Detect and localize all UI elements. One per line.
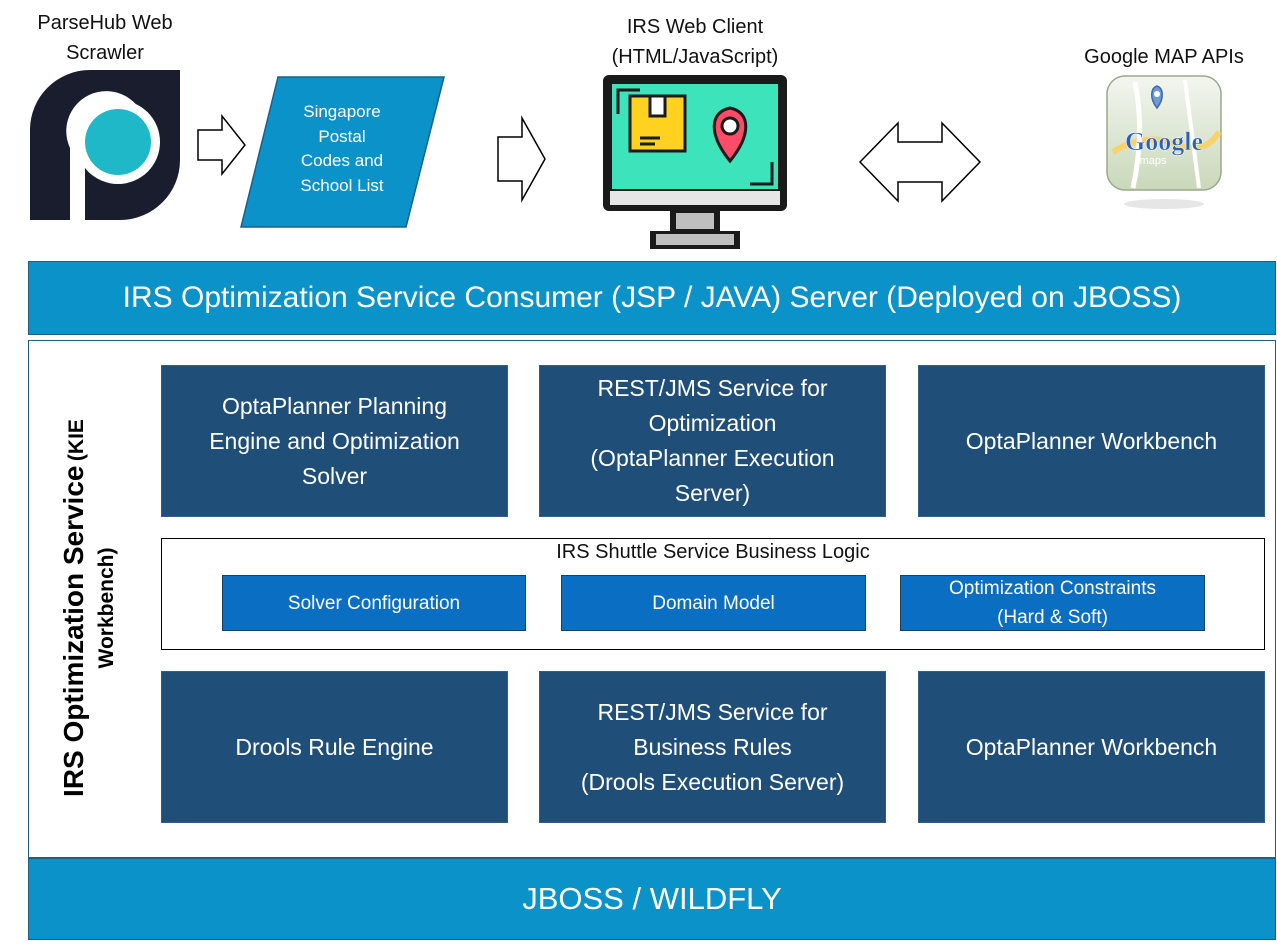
planning-engine-box: OptaPlanner Planning Engine and Optimiza… (161, 365, 508, 517)
web-client-caption: IRS Web Client (HTML/JavaScript) (611, 16, 779, 68)
business-logic-title: IRS Shuttle Service Business Logic (556, 541, 870, 563)
domain-model-label: Domain Model (652, 592, 775, 614)
business-rules-rest-service-label: REST/JMS Service for Business Rules (Dro… (580, 698, 845, 795)
optimization-rest-service-box: REST/JMS Service for Optimization (OptaP… (539, 365, 886, 517)
optimization-service-vertical-title: IRS Optimization Service (KIE Workbench) (58, 378, 120, 838)
parsehub-caption: ParseHub Web Scrawler (37, 12, 173, 64)
google-caption: Google MAP APIs (1084, 46, 1244, 68)
optimization-service-title: IRS Optimization Service (58, 465, 89, 797)
solver-configuration-box: Solver Configuration (222, 575, 526, 631)
business-rules-rest-service-box: REST/JMS Service for Business Rules (Dro… (539, 671, 886, 823)
planning-engine-label: OptaPlanner Planning Engine and Optimiza… (209, 392, 460, 489)
monitor-pin-icon (603, 75, 787, 249)
optaplanner-workbench-box-2: OptaPlanner Workbench (918, 671, 1265, 823)
google-logo-text: Google (1125, 127, 1203, 156)
google-maps-icon: Google maps (1106, 75, 1222, 209)
optimization-rest-service-label: REST/JMS Service for Optimization (OptaP… (590, 375, 835, 506)
optaplanner-workbench-label: OptaPlanner Workbench (965, 427, 1218, 454)
right-arrow-icon (497, 115, 546, 203)
drools-rule-engine-box: Drools Rule Engine (161, 671, 508, 823)
solver-configuration-label: Solver Configuration (287, 592, 461, 614)
right-arrow-icon (197, 113, 246, 177)
double-arrow-icon (858, 121, 982, 203)
google-logo-sub: maps (1140, 155, 1167, 167)
optaplanner-workbench-label-2: OptaPlanner Workbench (965, 733, 1218, 760)
consumer-server-banner: IRS Optimization Service Consumer (JSP /… (28, 261, 1276, 335)
optimization-service-subtitle-part2: Workbench) (95, 547, 118, 669)
optimization-service-subtitle-part1: (KIE (65, 419, 88, 462)
platform-banner: JBOSS / WILDFLY (28, 858, 1276, 940)
consumer-server-label: IRS Optimization Service Consumer (JSP /… (122, 281, 1182, 314)
domain-model-box: Domain Model (561, 575, 866, 631)
drools-rule-engine-label: Drools Rule Engine (235, 733, 434, 760)
optimization-constraints-label: Optimization Constraints (Hard & Soft) (949, 578, 1156, 628)
data-source-shape (240, 76, 445, 228)
optaplanner-workbench-box: OptaPlanner Workbench (918, 365, 1265, 517)
optimization-constraints-box: Optimization Constraints (Hard & Soft) (900, 575, 1205, 631)
platform-label: JBOSS / WILDFLY (522, 881, 782, 916)
parsehub-logo-icon (30, 70, 180, 220)
data-source-text: Singapore Postal Codes and School List (300, 102, 384, 195)
